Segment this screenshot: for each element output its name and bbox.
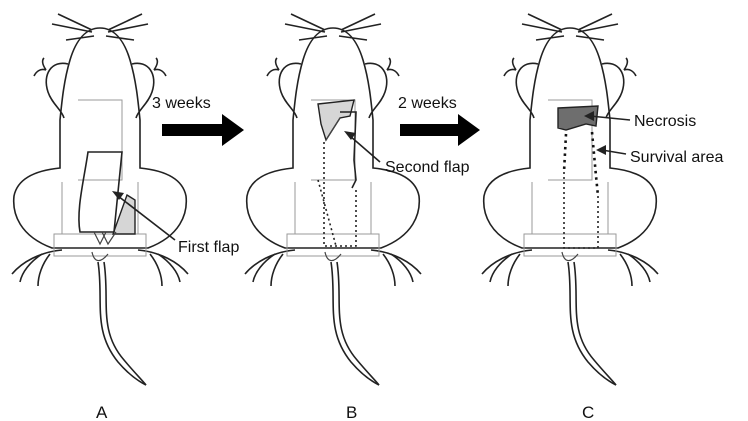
- arrow-2-label: 2 weeks: [398, 95, 457, 112]
- arrow-1-label: 3 weeks: [152, 95, 211, 112]
- second-flap-label: Second flap: [385, 159, 470, 176]
- rat-b: [245, 14, 421, 385]
- rat-a: [12, 14, 188, 385]
- necrosis-label: Necrosis: [634, 113, 696, 130]
- panel-label-b: B: [346, 403, 357, 421]
- rat-c: [482, 14, 658, 385]
- panel-label-a: A: [96, 403, 108, 421]
- survival-label: Survival area: [630, 149, 723, 166]
- panel-label-c: C: [582, 403, 594, 421]
- first-flap-label: First flap: [178, 239, 239, 256]
- arrow-2: [400, 114, 480, 146]
- arrow-1: [162, 114, 244, 146]
